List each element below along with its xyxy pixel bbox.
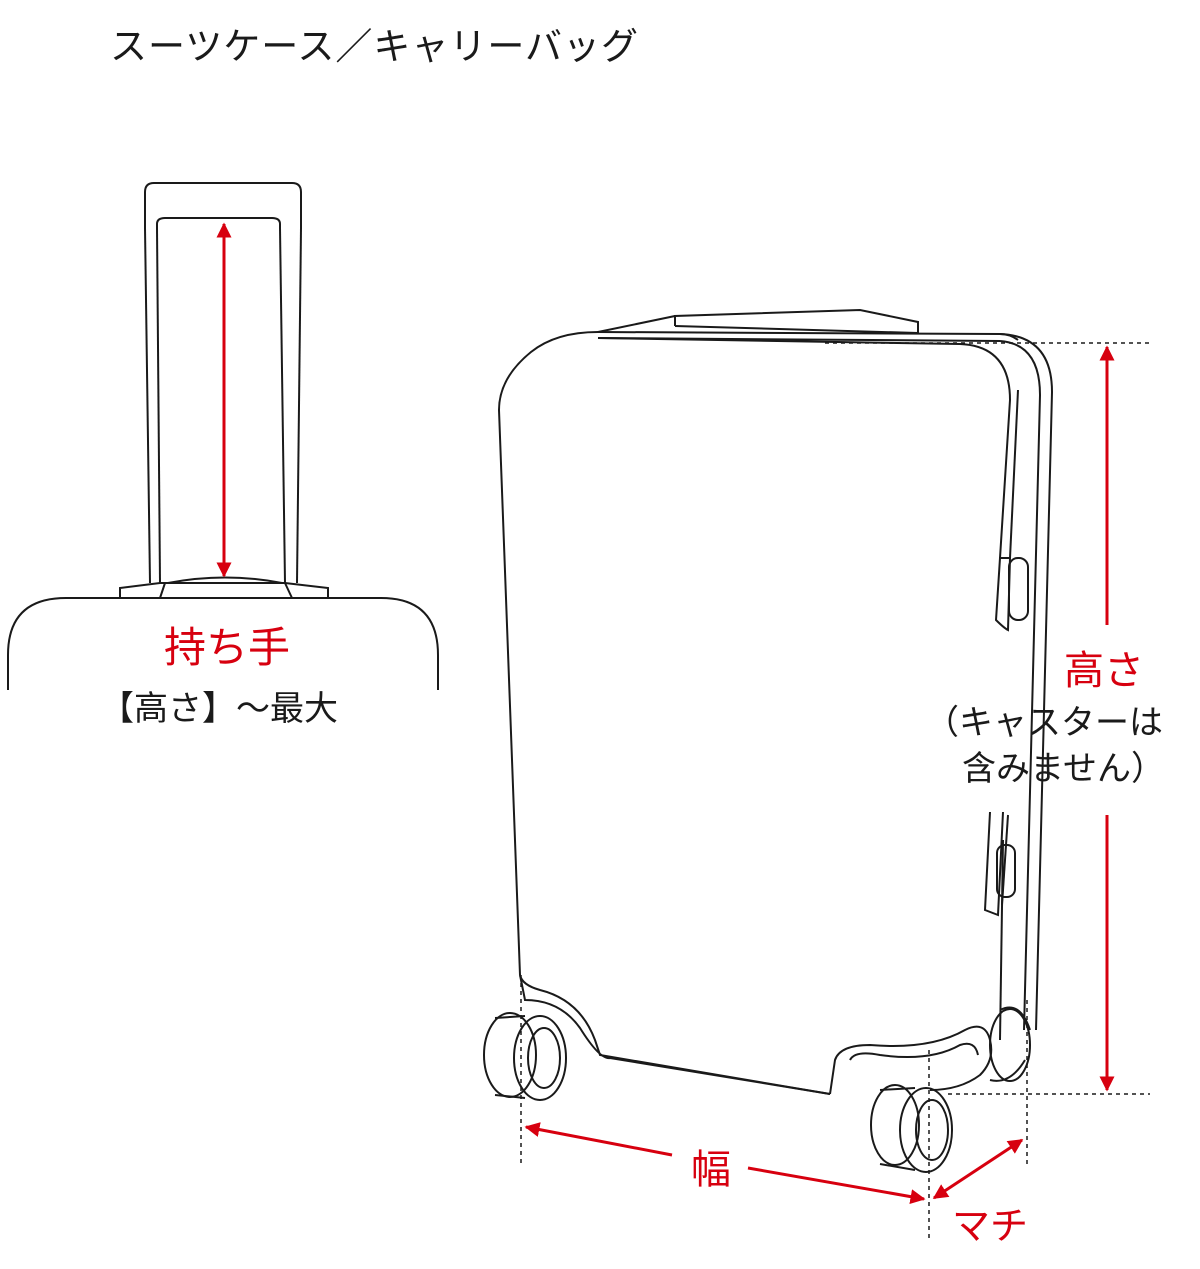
trolley-handle-drawing (7, 182, 439, 690)
handle-sublabel: 【高さ】〜最大 (100, 689, 338, 729)
depth-arrow (932, 1138, 1024, 1200)
handle-label: 持ち手 (164, 623, 291, 672)
height-note-line1: （キャスターは (925, 703, 1163, 743)
height-note-line2: 含みません） (962, 749, 1165, 789)
suitcase-drawing (483, 308, 1054, 1173)
depth-label: マチ (952, 1204, 1029, 1248)
width-label: 幅 (691, 1147, 731, 1193)
dimension-guides (520, 342, 1150, 1240)
width-arrow-right (747, 1166, 926, 1205)
width-arrow-left (524, 1122, 673, 1157)
height-label: 高さ (1064, 648, 1144, 694)
page-title: スーツケース／キャリーバッグ (110, 25, 640, 68)
